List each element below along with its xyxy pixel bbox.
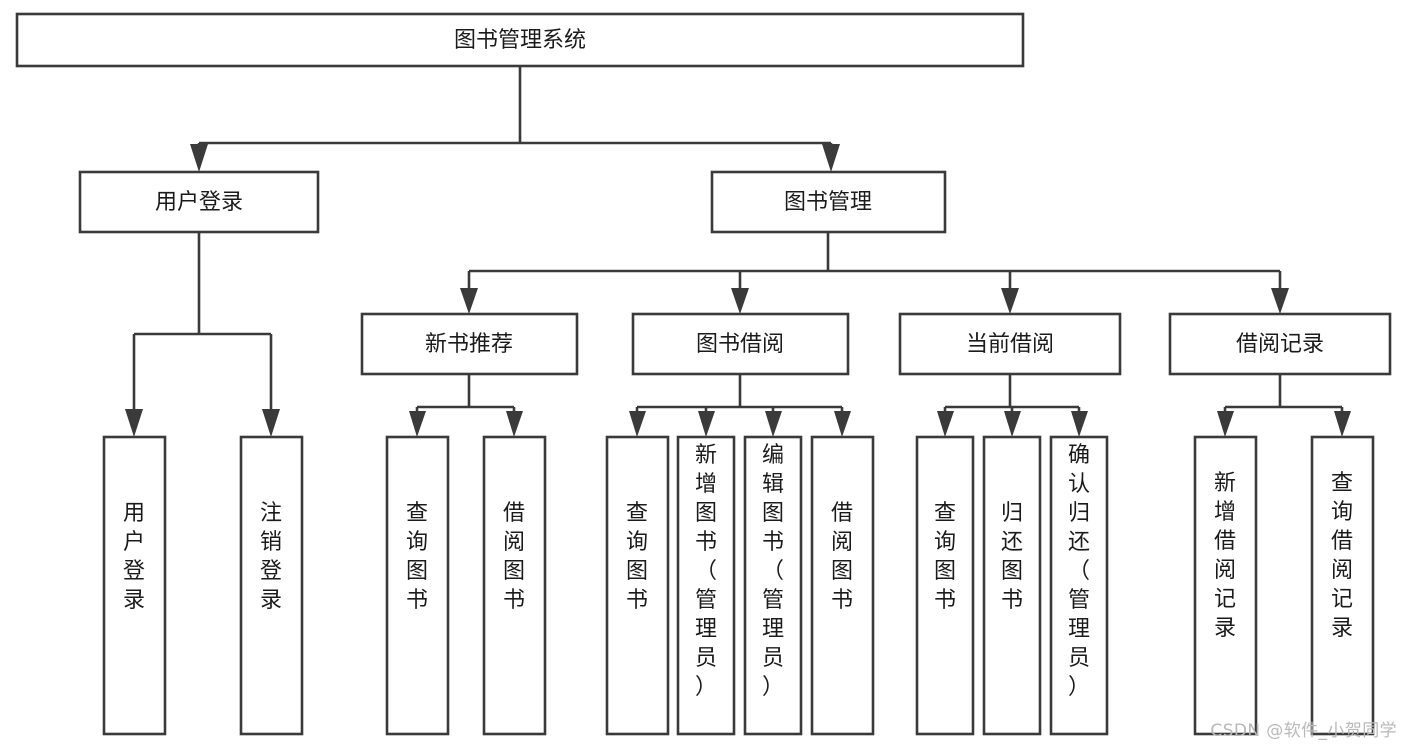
node-user-login-label: 用户登录 <box>155 190 243 215</box>
node-leaf-query-borrow-record-label: 查询借阅记录 <box>1331 471 1353 641</box>
node-leaf-return-book-label: 归还图书 <box>1001 501 1023 613</box>
arrow-to-book-manage-icon <box>822 144 840 172</box>
arrow-to-leaf-return-book-icon <box>1004 411 1021 437</box>
node-leaf-add-borrow-record-label: 新增借阅记录 <box>1214 471 1236 641</box>
node-book-manage-label: 图书管理 <box>784 190 872 215</box>
node-root-label: 图书管理系统 <box>454 28 586 53</box>
node-leaf-query-borrow-record[interactable]: 查询借阅记录 <box>1310 435 1375 736</box>
connectors-layer <box>125 66 1351 437</box>
node-root-box[interactable] <box>15 12 1025 68</box>
arrow-to-leaf-logout-login-icon <box>262 409 280 437</box>
arrow-to-leaf-borrow-book-recommend-icon <box>506 411 523 437</box>
node-leaf-user-login[interactable]: 用户登录 <box>102 435 167 736</box>
arrow-to-leaf-user-login-icon <box>125 409 143 437</box>
node-leaf-query-book-borrow-label: 查询图书 <box>626 501 648 613</box>
node-leaf-confirm-return-admin[interactable]: 确认归还（管理员） <box>1049 435 1109 736</box>
node-current-borrow-box[interactable] <box>898 312 1122 376</box>
node-user-login-box[interactable] <box>78 170 320 234</box>
node-leaf-confirm-return-admin-box[interactable] <box>1049 435 1109 736</box>
node-leaf-borrow-book-label: 借阅图书 <box>831 501 853 613</box>
arrow-to-borrow-record-icon <box>1271 288 1289 314</box>
arrow-to-new-book-recommend-icon <box>460 288 478 314</box>
node-leaf-return-book[interactable]: 归还图书 <box>982 435 1042 736</box>
node-leaf-user-login-label: 用户登录 <box>123 501 145 613</box>
node-leaf-query-book-current-label: 查询图书 <box>934 501 956 613</box>
node-leaf-borrow-book-recommend-label: 借阅图书 <box>503 501 525 613</box>
node-leaf-logout-login[interactable]: 注销登录 <box>239 435 304 736</box>
arrow-to-book-borrow-icon <box>731 288 749 314</box>
node-root[interactable]: 图书管理系统 <box>15 12 1025 68</box>
node-book-borrow[interactable]: 图书借阅 <box>631 312 850 376</box>
node-leaf-add-book-admin[interactable]: 新增图书（管理员） <box>676 435 736 736</box>
node-borrow-record-box[interactable] <box>1168 312 1392 376</box>
node-book-manage[interactable]: 图书管理 <box>710 170 947 234</box>
arrow-to-leaf-edit-book-admin-icon <box>765 411 782 437</box>
node-leaf-borrow-book-recommend[interactable]: 借阅图书 <box>482 435 547 736</box>
node-leaf-user-login-box[interactable] <box>102 435 167 736</box>
arrow-to-leaf-add-book-admin-icon <box>698 411 715 437</box>
node-user-login[interactable]: 用户登录 <box>78 170 320 234</box>
node-leaf-add-borrow-record-box[interactable] <box>1193 435 1258 736</box>
node-leaf-query-book-recommend-box[interactable] <box>385 435 450 736</box>
node-leaf-add-borrow-record[interactable]: 新增借阅记录 <box>1193 435 1258 736</box>
node-leaf-query-book-borrow-box[interactable] <box>605 435 670 736</box>
node-new-book-recommend-label: 新书推荐 <box>425 332 513 357</box>
node-new-book-recommend-box[interactable] <box>360 312 579 376</box>
node-leaf-return-book-box[interactable] <box>982 435 1042 736</box>
node-new-book-recommend[interactable]: 新书推荐 <box>360 312 579 376</box>
node-leaf-borrow-book-box[interactable] <box>810 435 875 736</box>
node-leaf-edit-book-admin[interactable]: 编辑图书（管理员） <box>743 435 803 736</box>
node-current-borrow-label: 当前借阅 <box>966 332 1054 357</box>
node-leaf-edit-book-admin-label: 编辑图书（管理员） <box>762 443 784 700</box>
arrow-to-leaf-query-book-borrow-icon <box>629 411 646 437</box>
node-leaf-add-book-admin-label: 新增图书（管理员） <box>695 443 717 700</box>
arrow-to-leaf-query-book-current-icon <box>937 411 954 437</box>
node-leaf-query-borrow-record-box[interactable] <box>1310 435 1375 736</box>
node-book-borrow-box[interactable] <box>631 312 850 376</box>
node-borrow-record-label: 借阅记录 <box>1236 332 1324 357</box>
arrow-to-leaf-borrow-book-icon <box>834 411 851 437</box>
arrow-to-leaf-query-borrow-record-icon <box>1334 411 1351 437</box>
csdn-watermark: CSDN @软件_小贺同学 <box>1210 721 1397 741</box>
node-book-borrow-label: 图书借阅 <box>696 332 784 357</box>
node-leaf-logout-login-box[interactable] <box>239 435 304 736</box>
node-leaf-borrow-book-recommend-box[interactable] <box>482 435 547 736</box>
arrow-to-user-login-icon <box>190 144 208 172</box>
arrow-to-leaf-add-borrow-record-icon <box>1217 411 1234 437</box>
node-book-manage-box[interactable] <box>710 170 947 234</box>
node-leaf-query-book-current[interactable]: 查询图书 <box>915 435 975 736</box>
arrow-to-leaf-confirm-return-admin-icon <box>1071 411 1088 437</box>
node-leaf-add-book-admin-box[interactable] <box>676 435 736 736</box>
node-leaf-confirm-return-admin-label: 确认归还（管理员） <box>1068 443 1090 700</box>
node-leaf-query-book-recommend[interactable]: 查询图书 <box>385 435 450 736</box>
node-leaf-query-book-current-box[interactable] <box>915 435 975 736</box>
node-leaf-query-book-borrow[interactable]: 查询图书 <box>605 435 670 736</box>
node-leaf-edit-book-admin-box[interactable] <box>743 435 803 736</box>
node-current-borrow[interactable]: 当前借阅 <box>898 312 1122 376</box>
arrow-to-current-borrow-icon <box>1001 288 1019 314</box>
arrow-to-leaf-query-book-recommend-icon <box>409 411 426 437</box>
node-borrow-record[interactable]: 借阅记录 <box>1168 312 1392 376</box>
node-leaf-logout-login-label: 注销登录 <box>260 501 282 613</box>
node-leaf-query-book-recommend-label: 查询图书 <box>406 501 428 613</box>
node-leaf-borrow-book[interactable]: 借阅图书 <box>810 435 875 736</box>
